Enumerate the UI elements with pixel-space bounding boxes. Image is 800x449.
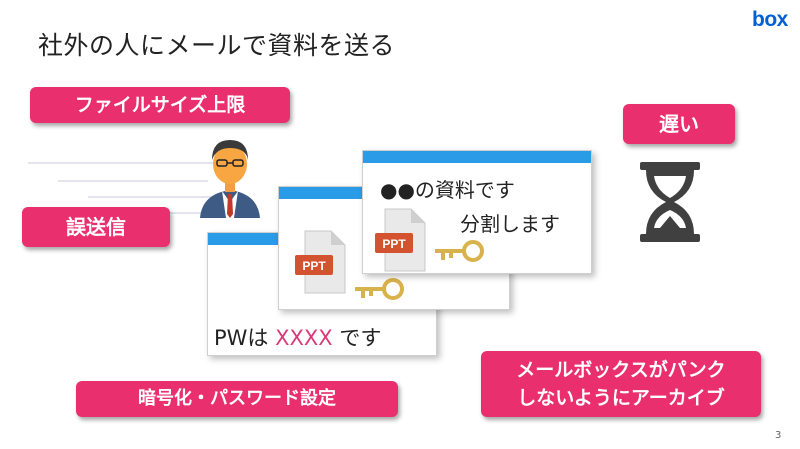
email-window-split: PPT	[362, 150, 592, 274]
tag-archive: メールボックスがパンク しないようにアーカイブ	[481, 351, 761, 417]
ppt-file-icon: PPT	[375, 208, 426, 272]
businessman-icon	[200, 140, 260, 218]
ppt-label: PPT	[382, 237, 406, 251]
window-title-bar	[363, 151, 591, 163]
archive-line-1: メールボックスがパンク	[516, 359, 726, 381]
material-text: ●●の資料です	[380, 178, 515, 202]
password-suffix: です	[339, 326, 382, 350]
archive-line-2: しないようにアーカイブ	[517, 387, 725, 409]
split-text: 分割します	[460, 212, 560, 236]
tag-mis-send: 誤送信	[22, 207, 170, 247]
password-prefix: PWは	[214, 326, 269, 350]
tag-file-size-limit: ファイルサイズ上限	[30, 87, 290, 123]
ppt-file-icon: PPT	[295, 230, 346, 294]
tag-encryption-password: 暗号化・パスワード設定	[76, 381, 398, 417]
key-icon	[355, 278, 404, 300]
hourglass-icon	[640, 162, 700, 242]
page-number: 3	[775, 430, 782, 441]
key-icon	[435, 240, 484, 262]
password-text: PWは XXXX です	[214, 322, 381, 352]
password-masked: XXXX	[275, 326, 333, 350]
box-logo: box	[752, 8, 788, 31]
tag-slow: 遅い	[623, 104, 735, 144]
ppt-label: PPT	[302, 259, 326, 273]
slide-title: 社外の人にメールで資料を送る	[38, 31, 396, 60]
